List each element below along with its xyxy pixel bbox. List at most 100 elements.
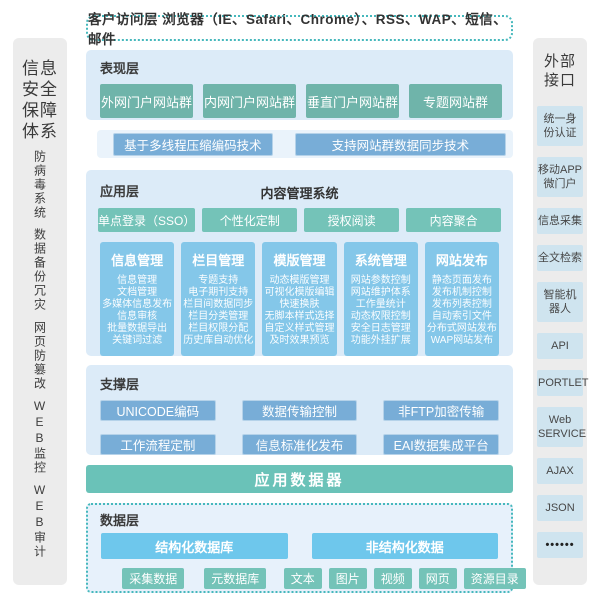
tech-band: 基于多线程压缩编码技术支持网站群数据同步技术 [97,130,513,158]
module-column-title: 系统管理 [354,253,407,268]
feature-row: 单点登录（SSO）个性化定制授权阅读内容聚合 [97,208,502,232]
data-item-box: 网页 [418,568,457,589]
data-item-box: 资源目录 [463,568,526,589]
module-columns: 信息管理信息管理文档管理多媒体信息发布信息审核批量数据导出关键词过滤栏目管理专题… [97,242,502,356]
module-item: 多媒体信息发布 [102,299,173,310]
support-box: 工作流程定制 [100,434,216,455]
module-item: 批量数据导出 [107,323,168,334]
module-item: 可视化模版编辑 [264,287,335,298]
module-item: 及时效果预览 [269,335,330,346]
data-group-items: 采集数据元数据库 [101,568,288,589]
module-item: 无脚本样式选择 [264,311,335,322]
security-item: 网页防篡改 [32,320,47,391]
module-item: 静态页面发布 [431,275,492,286]
module-column: 信息管理信息管理文档管理多媒体信息发布信息审核批量数据导出关键词过滤 [100,242,175,356]
site-group-box: 垂直门户网站群 [306,84,399,118]
module-item: 网站参数控制 [350,275,411,286]
module-item: 电子期刊支持 [188,287,249,298]
security-item: WEB审计 [32,482,47,559]
module-column-title: 栏目管理 [192,253,245,268]
module-item: 专题支持 [198,275,239,286]
interface-item: 统一身 份认证 [537,106,583,146]
support-layer-panel: 支撑层 UNICODE编码 数据传输控制 非FTP加密传输工作流程定制 信息标准化发布… [86,365,513,455]
app-data-server-banner: 应用数据器 [86,465,513,493]
feature-box: 内容聚合 [406,208,502,232]
feature-box: 个性化定制 [202,208,298,232]
module-item: 历史库自动优化 [183,335,254,346]
data-group-header: 结构化数据库 [101,533,288,559]
module-item: 自动索引文件 [431,311,492,322]
module-item: 动态模版管理 [269,275,330,286]
module-item: 动态权限控制 [350,311,411,322]
data-group-items: 文本图片视频网页资源目录 [283,568,526,589]
module-item: 功能外挂扩展 [350,335,411,346]
module-item: 关键词过滤 [112,335,163,346]
application-layer-panel: 应用层 内容管理系统 单点登录（SSO）个性化定制授权阅读内容聚合 信息管理信息… [86,170,513,356]
interface-item: Web SERVICE [537,407,586,447]
module-item: 工作量统计 [355,299,406,310]
module-item: WAP网站发布 [430,335,494,346]
support-rows: UNICODE编码 数据传输控制 非FTP加密传输工作流程定制 信息标准化发布 EAI数… [100,400,500,455]
data-group: 非结构化数据文本图片视频网页资源目录 [283,533,526,589]
site-group-box: 专题网站群 [409,84,502,118]
presentation-layer-label: 表现层 [100,61,140,76]
module-item: 安全日志管理 [350,323,411,334]
module-item: 自定义样式管理 [264,323,335,334]
data-item-box: 采集数据 [122,568,185,589]
module-item: 信息审核 [117,311,158,322]
security-sidebar-title: 信息 安全 保障 体系 [22,59,58,141]
module-item: 发布列表控制 [431,299,492,310]
support-box: 数据传输控制 [241,400,358,421]
presentation-boxes: 外网门户网站群内网门户网站群垂直门户网站群专题网站群 [100,84,502,118]
support-row: UNICODE编码 数据传输控制 非FTP加密传输 [100,400,500,421]
application-layer-label: 应用层 [100,184,140,199]
security-sidebar: 信息 安全 保障 体系 防病毒系统数据备份冗灾网页防篡改 WEB监控 WEB审计 [13,38,67,585]
security-item: 防病毒系统 [32,150,47,221]
support-row: 工作流程定制 信息标准化发布 EAI数据集成平台 [100,434,500,455]
tech-box: 基于多线程压缩编码技术 [113,132,273,156]
module-item: 文档管理 [117,287,158,298]
interface-item: 智能机 器人 [537,282,583,322]
interface-item: 全文检索 [537,245,583,271]
support-box: UNICODE编码 [100,400,216,421]
external-interfaces-title: 外部 接口 [543,53,576,89]
data-layer-panel: 数据层 结构化数据库采集数据元数据库非结构化数据文本图片视频网页资源目录 [86,503,526,593]
data-group-header: 非结构化数据 [311,533,498,559]
data-layer-label: 数据层 [100,513,140,528]
module-item: 发布机制控制 [431,287,492,298]
security-item: 数据备份冗灾 [32,228,47,313]
support-box: EAI数据集成平台 [383,434,500,455]
support-layer-label: 支撑层 [100,377,140,392]
interface-item: 移动APP 微门户 [537,157,583,197]
data-item-box: 元数据库 [204,568,267,589]
feature-box: 单点登录（SSO） [98,208,196,232]
module-column-title: 模版管理 [273,253,326,268]
feature-box: 授权阅读 [304,208,400,232]
site-group-box: 内网门户网站群 [203,84,296,118]
support-box: 信息标准化发布 [241,434,358,455]
data-item-box: 视频 [373,568,412,589]
interface-item: AJAX [537,458,583,484]
interface-item: JSON [537,495,583,521]
module-item: 快速换肤 [279,299,320,310]
module-item: 栏目间数据同步 [183,299,254,310]
module-column-title: 信息管理 [111,253,164,268]
support-box: 非FTP加密传输 [383,400,500,421]
cms-title: 内容管理系统 [260,186,339,201]
module-item: 信息管理 [117,275,158,286]
data-item-box: 文本 [283,568,322,589]
security-item: WEB监控 [32,398,47,475]
site-group-box: 外网门户网站群 [100,84,193,118]
module-item: 网站维护体系 [350,287,411,298]
data-item-box: 图片 [328,568,367,589]
module-column-title: 网站发布 [435,253,488,268]
data-groups: 结构化数据库采集数据元数据库非结构化数据文本图片视频网页资源目录 [100,533,526,589]
tech-box: 支持网站群数据同步技术 [294,132,506,156]
main-diagram-column: 客户访问层 浏览器（IE、Safari、Chrome）、RSS、WAP、短信、邮… [86,0,526,593]
module-item: 栏目权限分配 [188,323,249,334]
module-item: 栏目分类管理 [188,311,249,322]
